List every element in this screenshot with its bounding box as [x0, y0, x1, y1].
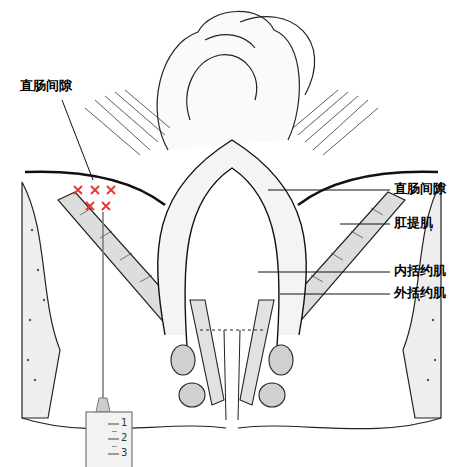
syringe [86, 212, 132, 467]
perineal-skin [22, 418, 441, 429]
scale-number: 1 [121, 417, 127, 429]
rectum-wall [158, 140, 307, 360]
muscle-label: 肛提肌 [394, 215, 433, 231]
scale-number: 2 [121, 432, 127, 444]
muscle-label: 内括约肌 [394, 263, 446, 279]
intestine [157, 11, 315, 150]
region-label: 直肠间隙 [20, 78, 72, 94]
external-sphincter [171, 345, 293, 407]
anal-canal [224, 330, 240, 420]
region-label: 直肠间隙 [394, 181, 446, 197]
muscle-label: 外括约肌 [394, 285, 446, 301]
injection-marks [74, 186, 115, 210]
leader-lines [62, 100, 390, 294]
scale-number: 3 [121, 447, 127, 459]
dentate-line [200, 330, 264, 331]
